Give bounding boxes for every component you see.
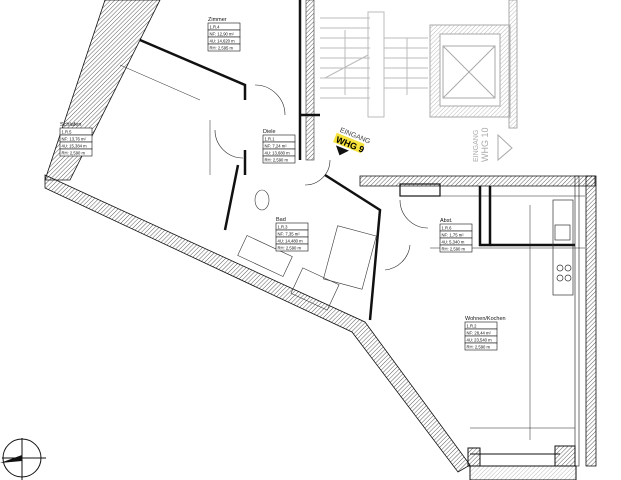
room-name: Bad — [276, 217, 286, 223]
shower — [323, 225, 377, 290]
room-u: 4U: 14,620 m — [210, 38, 236, 43]
room-nf: NF: 12,90 m² — [210, 31, 235, 36]
room-label-cell — [262, 155, 296, 164]
room-u: 4U: 23,540 m — [467, 337, 493, 342]
entrance-arrow-icon — [335, 145, 349, 156]
entrance-whg9: EINGANG WHG 9 — [333, 127, 371, 156]
room-rh: RH: 2,590 m — [467, 344, 491, 349]
room-rh: RH: 2,590 m — [265, 157, 289, 162]
room-nf: NF: 7,24 m² — [265, 143, 288, 148]
room-label-cell — [59, 148, 93, 157]
door-abst — [399, 199, 429, 229]
room-rh: RH: 2,590 m — [442, 246, 466, 251]
kitchen-counter — [552, 199, 574, 296]
entrance-whg10: EINGANG WHG 10 — [473, 127, 490, 162]
room-rh: RH: 2,590 m — [278, 245, 302, 250]
room-u: 4U: 5,340 m — [442, 239, 465, 244]
room-nf: NF: 13,76 m² — [62, 136, 87, 141]
room-id: 1.R.2 — [467, 323, 478, 328]
room-rh: RH: 2,590 m — [62, 150, 86, 155]
room-name: Wohnen/Kochen — [465, 316, 506, 322]
room-rh: RH: 2,595 m — [210, 45, 234, 50]
stairwell — [305, 0, 518, 161]
room-nf: NF: 28,44 m² — [467, 330, 492, 335]
north-arrow-icon — [0, 438, 46, 480]
room-id: 1.R.3 — [278, 224, 289, 229]
elevator — [429, 0, 518, 129]
stairs — [320, 11, 428, 118]
room-u: 4U: 15,384 m — [62, 143, 88, 148]
room-id: 1.R.1 — [265, 136, 276, 141]
room-label-cell — [207, 43, 241, 52]
room-label-cell — [464, 342, 498, 351]
room-id: 1.R.5 — [62, 129, 73, 134]
bathroom-fixtures — [237, 189, 377, 311]
room-name: Zimmer — [208, 17, 227, 23]
room-label: Abst.1.R.6NF: 1,75 m² 4U: 5,340 m RH: 2,59… — [439, 218, 473, 253]
room-nf: NF: 1,75 m² — [442, 232, 465, 237]
stove-icon — [556, 264, 564, 272]
door-schlafen — [214, 129, 244, 159]
doors — [214, 84, 429, 271]
toilet — [254, 189, 270, 211]
washbasin — [290, 267, 340, 311]
room-name: Schlafen — [60, 122, 81, 128]
entrance-label: EINGANG — [473, 130, 480, 162]
room-name: Diele — [263, 129, 276, 135]
room-u: 4U: 14,480 m — [278, 238, 304, 243]
room-name: Abst. — [440, 218, 453, 224]
door-entrance — [304, 159, 331, 186]
room-id: 1.R.4 — [210, 24, 221, 29]
balcony — [467, 445, 577, 480]
room-id: 1.R.6 — [442, 225, 453, 230]
highlight — [333, 132, 365, 154]
room-label-cell — [439, 244, 473, 253]
sink-icon — [554, 224, 571, 241]
room-u: 4U: 13,680 m — [265, 150, 291, 155]
stairwell-wall-left — [305, 0, 315, 161]
door-zimmer — [254, 84, 286, 116]
door-bad — [384, 244, 411, 271]
apartment-number: WHG 10 — [480, 127, 490, 162]
room-nf: NF: 7,35 m² — [278, 231, 301, 236]
bathtub — [237, 235, 293, 277]
room-label-cell — [275, 243, 309, 252]
entrance-arrow-icon — [497, 133, 513, 162]
